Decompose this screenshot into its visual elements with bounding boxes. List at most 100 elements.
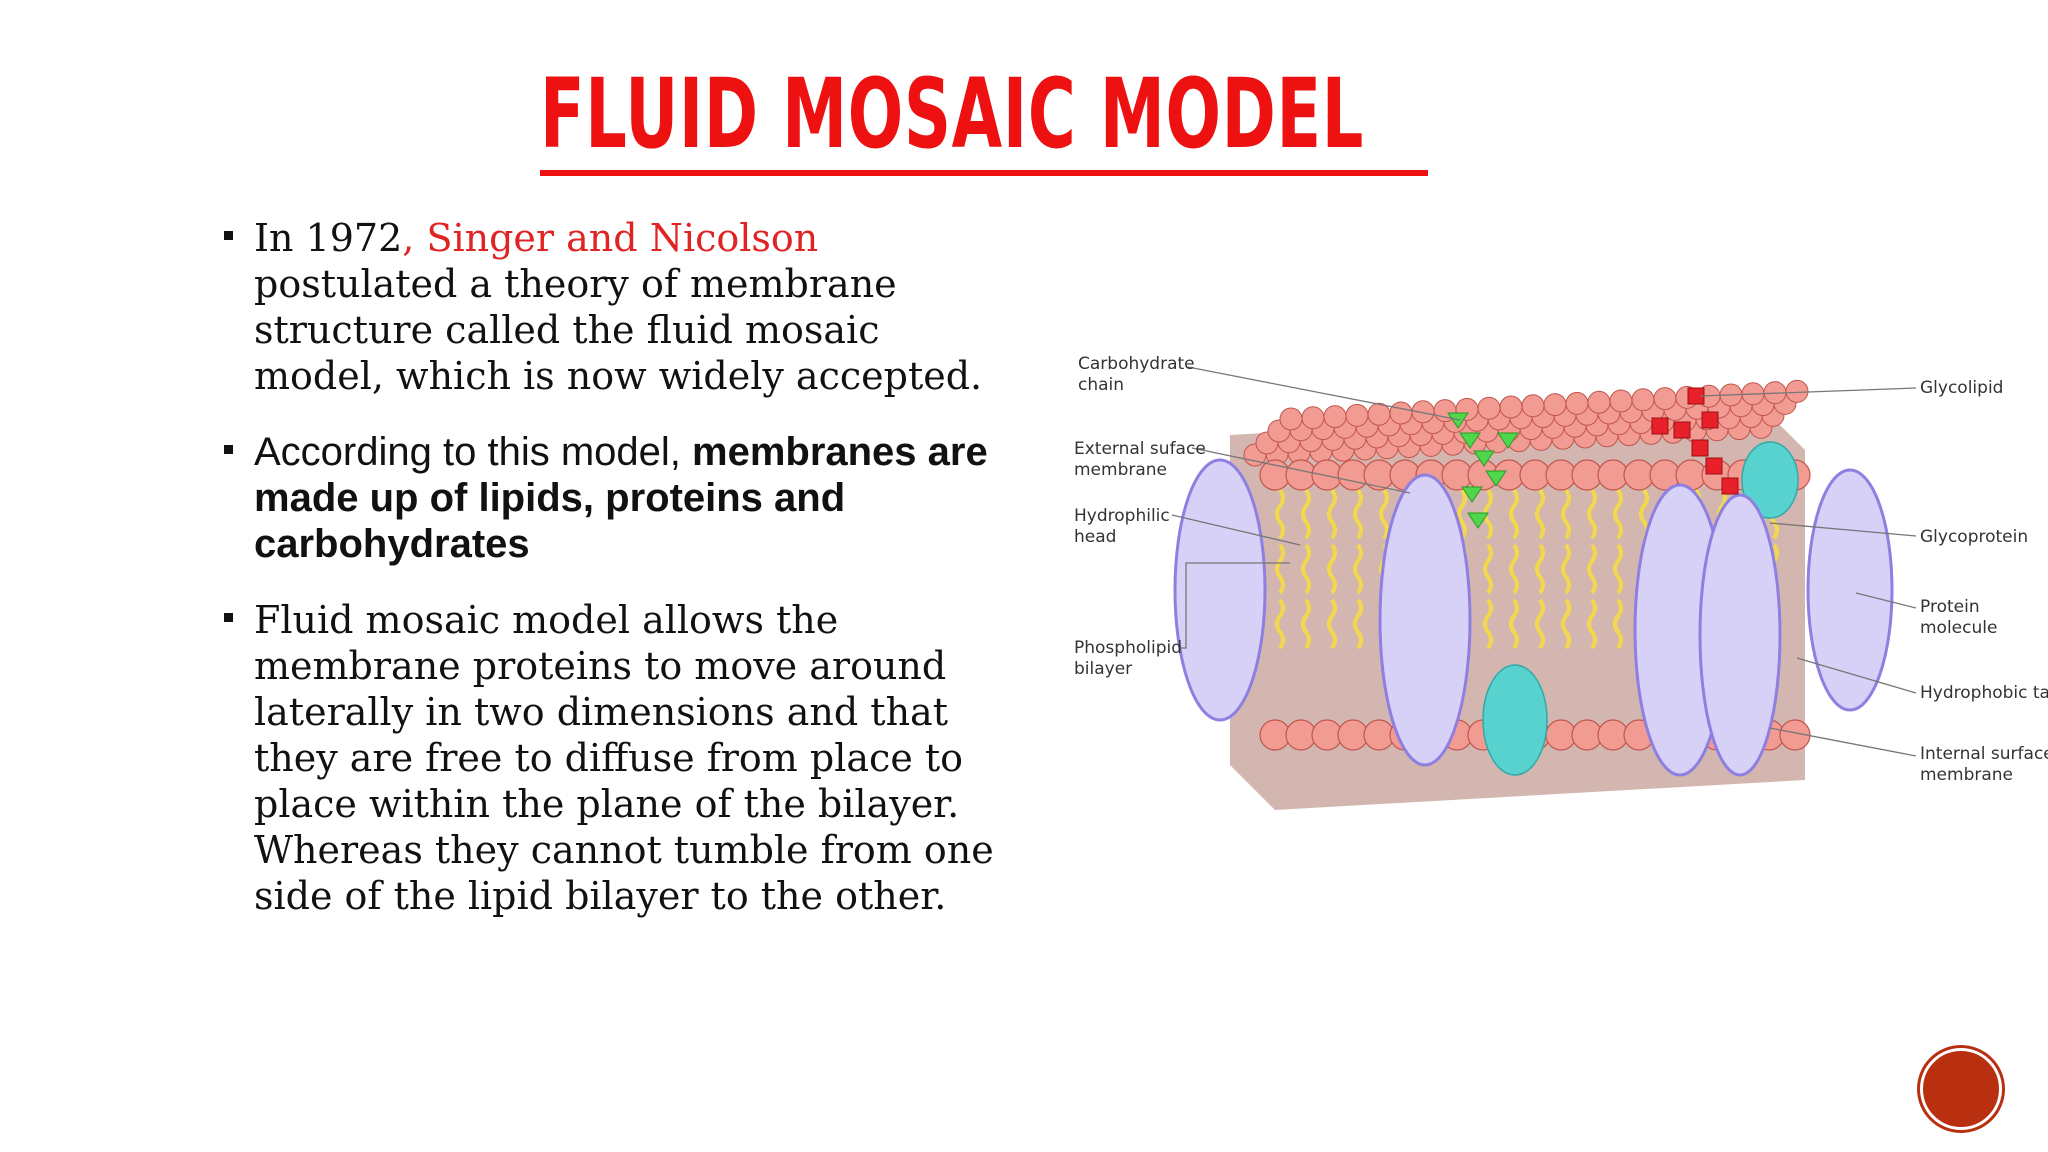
- glycoprotein-blob: [1741, 441, 1799, 519]
- hydrophobic-tail: [1561, 598, 1571, 650]
- phospholipid-head: [1323, 405, 1347, 429]
- glycolipid-unit: [1705, 457, 1723, 475]
- hydrophobic-tail: [1535, 543, 1545, 595]
- label-carbohydrate-1: Carbohydrate: [1078, 354, 1195, 374]
- bullet-1-rest: postulated a theory of membrane structur…: [254, 262, 983, 398]
- bullet-text-1: In 1972, Singer and Nicolson postulated …: [254, 216, 982, 398]
- hydrophobic-tail: [1327, 543, 1337, 595]
- label-internal-2: membrane: [1920, 765, 2013, 785]
- phospholipid-head: [1345, 403, 1369, 427]
- membrane-svg: Carbohydrate chain External suface membr…: [1074, 354, 2048, 810]
- hydrophobic-tail: [1587, 543, 1597, 595]
- hydrophobic-tail: [1561, 488, 1571, 540]
- phospholipid-head: [1631, 388, 1655, 412]
- phospholipid-head: [1389, 401, 1413, 425]
- label-external-1: External suface: [1074, 439, 1206, 459]
- leader-hydrophobic: [1796, 657, 1917, 694]
- bullet-3-text: Fluid mosaic model allows the membrane p…: [254, 598, 994, 918]
- label-protein-2: molecule: [1920, 618, 1997, 638]
- phospholipid-head: [1785, 379, 1809, 403]
- phospholipid-head: [1587, 390, 1611, 414]
- hydrophobic-tail: [1613, 488, 1623, 540]
- title-underline: [540, 170, 1428, 176]
- phospholipid-head: [1609, 389, 1633, 413]
- label-glycoprotein: Glycoprotein: [1920, 527, 2028, 547]
- glycolipid-unit: [1701, 411, 1719, 429]
- leader-carbohydrate: [1187, 366, 1461, 421]
- bullet-1-year: In 1972: [254, 216, 403, 260]
- hydrophobic-tail: [1275, 488, 1285, 540]
- label-hydrophobic: Hydrophobic tail: [1920, 683, 2048, 703]
- transmembrane-protein: [1806, 468, 1894, 712]
- bullet-item-3: Fluid mosaic model allows the membrane p…: [218, 597, 1018, 919]
- bullet-marker: [224, 445, 233, 454]
- label-external-2: membrane: [1074, 460, 1167, 480]
- transmembrane-protein: [1378, 473, 1472, 767]
- hydrophobic-tail: [1613, 598, 1623, 650]
- label-phospholipid-1: Phospholipid: [1074, 638, 1182, 658]
- transmembrane-protein: [1698, 493, 1782, 777]
- bullet-text-2: According to this model, membranes are m…: [254, 430, 988, 566]
- bullet-1-authors: , Singer and Nicolson: [402, 216, 819, 260]
- leader-external: [1191, 447, 1411, 494]
- hydrophobic-tail: [1509, 543, 1519, 595]
- phospholipid-head: [1477, 396, 1501, 420]
- hydrophobic-tail: [1535, 598, 1545, 650]
- bullet-2-emphasis: membranes are made up of lipids, protein…: [254, 430, 988, 566]
- bullet-text-3: Fluid mosaic model allows the membrane p…: [254, 598, 994, 918]
- glycolipid-unit: [1673, 421, 1691, 439]
- carbohydrate-unit: [1447, 412, 1469, 429]
- carbohydrate-unit: [1485, 470, 1507, 487]
- carbohydrate-unit: [1467, 512, 1489, 529]
- glycoprotein-blob: [1482, 664, 1548, 776]
- bullet-marker: [224, 231, 233, 240]
- hydrophobic-tail: [1587, 598, 1597, 650]
- hydrophobic-tail: [1301, 488, 1311, 540]
- phospholipid-head: [1543, 393, 1567, 417]
- hydrophobic-tail: [1561, 543, 1571, 595]
- phospholipid-head: [1653, 387, 1677, 411]
- hydrophobic-tail: [1301, 598, 1311, 650]
- bullet-marker: [224, 613, 233, 622]
- hydrophobic-tail: [1483, 543, 1493, 595]
- phospholipid-head: [1301, 406, 1325, 430]
- transmembrane-protein: [1173, 458, 1267, 722]
- carbohydrate-unit: [1497, 432, 1519, 449]
- hydrophobic-tail: [1353, 598, 1363, 650]
- phospholipid-head: [1499, 395, 1523, 419]
- hydrophobic-tail: [1457, 488, 1467, 540]
- membrane-art: [1173, 379, 1894, 810]
- membrane-diagram: Carbohydrate chain External suface membr…: [1060, 340, 2048, 810]
- hydrophobic-tail: [1587, 488, 1597, 540]
- leader-hydrophilic: [1171, 514, 1301, 546]
- leader-glycolipid: [1699, 387, 1917, 397]
- phospholipid-head: [1367, 402, 1391, 426]
- bullet-item-2: According to this model, membranes are m…: [218, 429, 1018, 567]
- hydrophobic-tail: [1353, 488, 1363, 540]
- leader-lines: [1171, 366, 1917, 757]
- carbohydrate-unit: [1473, 450, 1495, 467]
- leader-protein: [1855, 592, 1917, 609]
- label-phospholipid-2: bilayer: [1074, 659, 1132, 679]
- label-protein-1: Protein: [1920, 597, 1980, 617]
- leader-bilayer: [1180, 562, 1290, 649]
- hydrophobic-tail: [1483, 598, 1493, 650]
- hydrophobic-tail: [1275, 543, 1285, 595]
- phospholipid-head: [1521, 394, 1545, 418]
- phospholipid-head: [1779, 719, 1811, 751]
- hydrophobic-tail: [1327, 488, 1337, 540]
- hydrophobic-tail: [1327, 598, 1337, 650]
- bullet-list: In 1972, Singer and Nicolson postulated …: [218, 215, 1018, 949]
- phospholipid-head: [1279, 407, 1303, 431]
- label-hydrophilic-2: head: [1074, 527, 1116, 547]
- glycolipid-unit: [1721, 477, 1739, 495]
- hydrophobic-tail: [1509, 598, 1519, 650]
- slide-nav-button[interactable]: [1920, 1048, 2002, 1130]
- bullet-item-1: In 1972, Singer and Nicolson postulated …: [218, 215, 1018, 399]
- hydrophobic-tail: [1613, 543, 1623, 595]
- label-hydrophilic-1: Hydrophilic: [1074, 506, 1170, 526]
- leader-glycoprotein: [1769, 522, 1917, 537]
- label-carbohydrate-2: chain: [1078, 375, 1124, 395]
- hydrophobic-tail: [1353, 543, 1363, 595]
- hydrophobic-tail: [1275, 598, 1285, 650]
